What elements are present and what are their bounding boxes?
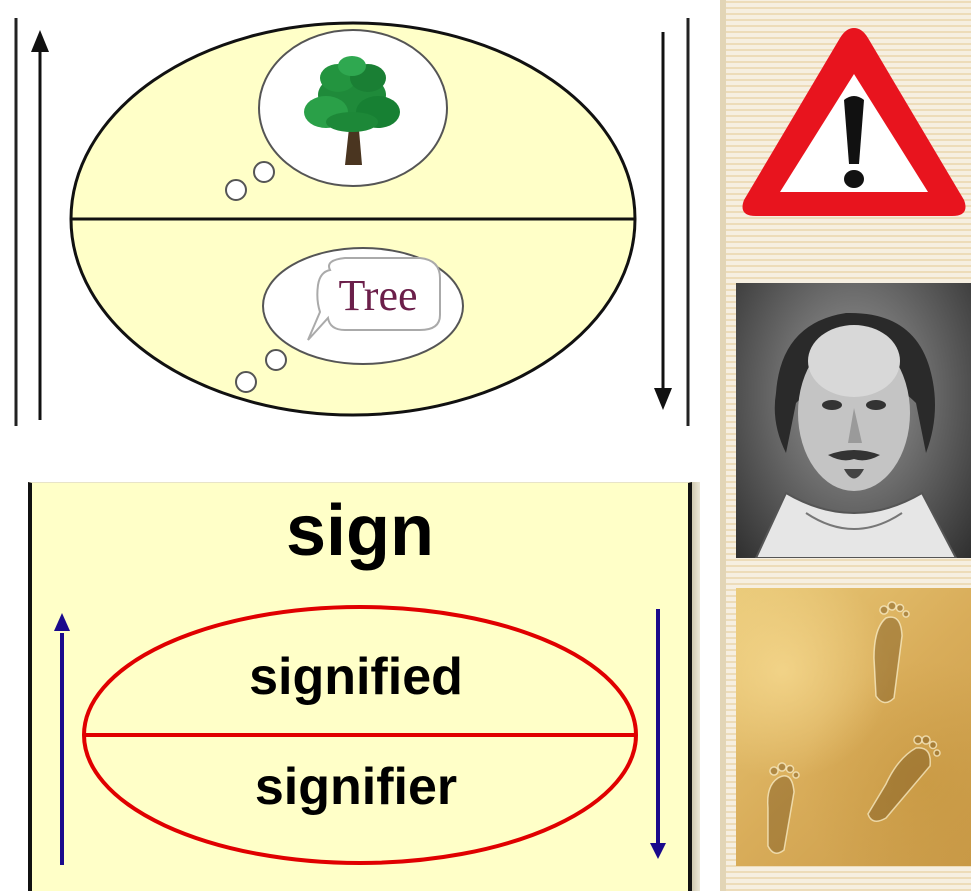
side-column-edge (720, 0, 726, 891)
sign-panel-shadow (692, 482, 700, 891)
speech-bubble-icon (307, 257, 441, 341)
down-arrow-icon (654, 32, 672, 410)
up-arrow-icon (31, 30, 49, 420)
sign-title: sign (285, 491, 434, 571)
footprints-in-sand-image (736, 588, 971, 866)
tree-sign-diagram: Tree (14, 18, 690, 426)
blue-up-arrow-icon (54, 613, 70, 865)
sound-image-thought-bubble (235, 247, 464, 393)
shakespeare-portrait (736, 283, 971, 558)
blue-down-arrow-icon (650, 609, 666, 859)
signified-label: signified (249, 648, 463, 706)
tree-icon (304, 56, 400, 165)
speech-bubble-text: Tree (338, 271, 417, 320)
concept-thought-bubble (225, 29, 448, 201)
portrait-icon (754, 312, 958, 558)
warning-sign-icon (742, 28, 966, 216)
footprints-icon (766, 601, 941, 854)
signifier-label: signifier (254, 758, 458, 816)
sign-ellipse-drawing (54, 605, 666, 865)
sign-panel: sign signified signifier (28, 482, 692, 891)
